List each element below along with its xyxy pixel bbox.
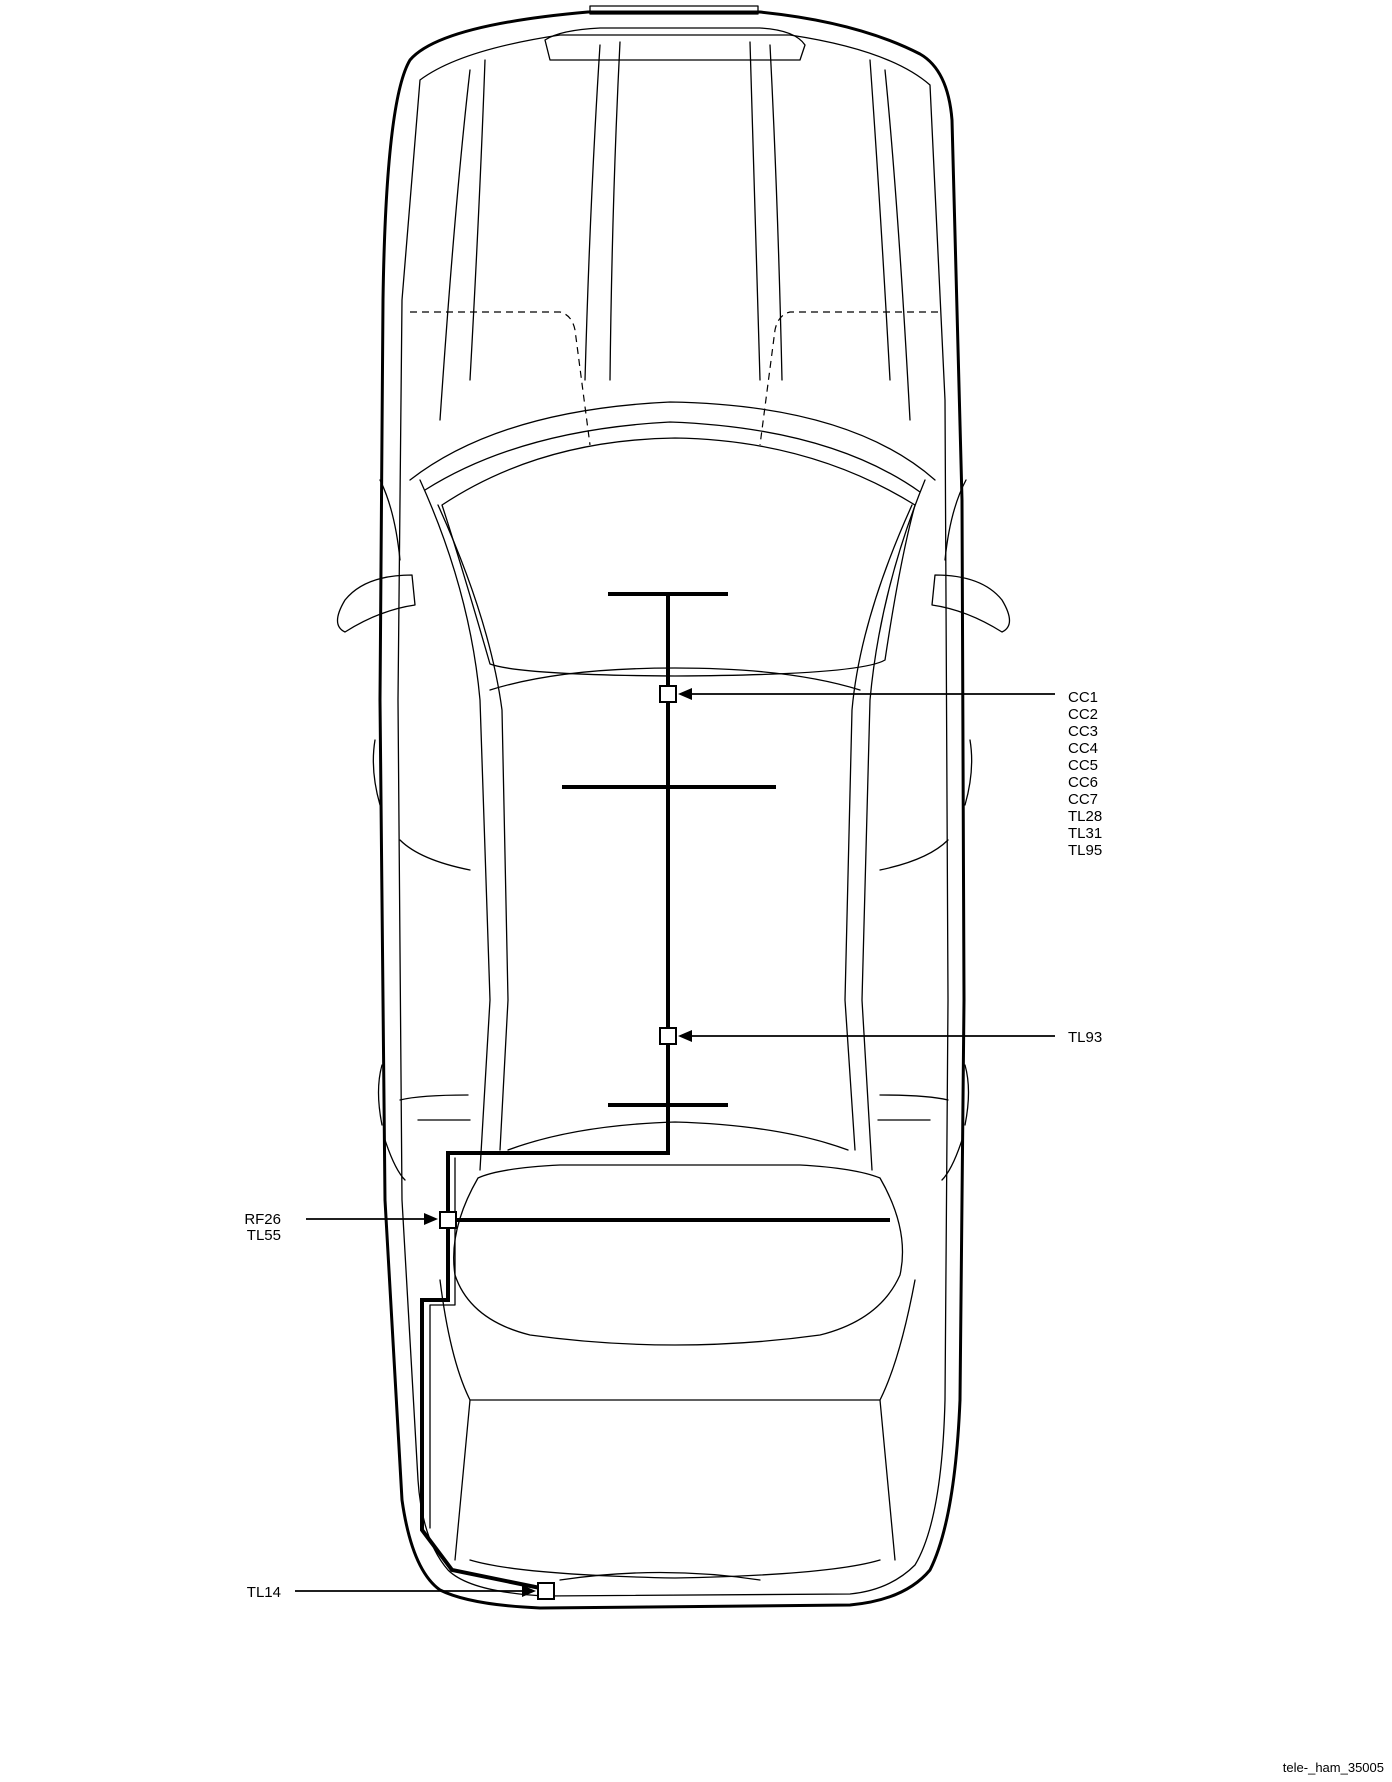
callout-label: CC1: [1068, 689, 1098, 706]
callout-label: TL95: [1068, 842, 1102, 859]
connectors: [439, 685, 677, 1600]
connector-cc-group: [659, 685, 677, 703]
callout-label: CC7: [1068, 791, 1098, 808]
leader-lines: [295, 688, 1055, 1597]
callout-label: CC4: [1068, 740, 1098, 757]
callout-label: CC2: [1068, 706, 1098, 723]
figure-id: tele-_ham_35005: [1283, 1760, 1384, 1775]
callout-tl14: TL14: [247, 1584, 281, 1601]
callout-label: TL28: [1068, 808, 1102, 825]
callout-label: TL31: [1068, 825, 1102, 842]
callout-top-group: CC1 CC2 CC3 CC4 CC5 CC6 CC7 TL28 TL31 TL…: [1068, 689, 1102, 859]
callout-label: RF26: [244, 1211, 281, 1228]
callout-label: CC3: [1068, 723, 1098, 740]
connector-tl14: [537, 1582, 555, 1600]
wiring-harness: [420, 592, 890, 1592]
connector-rf26-tl55: [439, 1211, 457, 1229]
connector-tl93: [659, 1027, 677, 1045]
callout-label: CC6: [1068, 774, 1098, 791]
callout-tl93: TL93: [1068, 1029, 1102, 1046]
callout-left-group: RF26 TL55: [244, 1211, 281, 1244]
callout-label: TL55: [247, 1227, 281, 1244]
car-outline: [336, 5, 1011, 1610]
callout-label: CC5: [1068, 757, 1098, 774]
